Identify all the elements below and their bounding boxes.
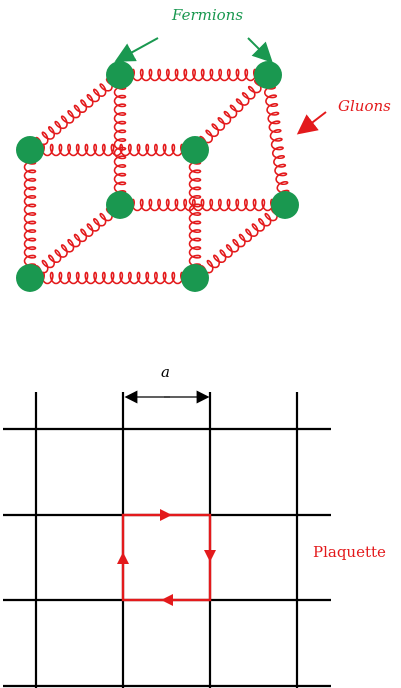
- gluon-link: [119, 198, 286, 212]
- plaquette-arrow-top: [160, 509, 172, 521]
- fermion-nodes: [16, 61, 299, 292]
- fermion-node: [16, 264, 44, 292]
- gluon-arrow: [296, 111, 327, 135]
- fermion-arrow-left: [114, 37, 159, 62]
- gluon-link: [29, 271, 196, 285]
- plaquette-arrow-left: [117, 552, 129, 564]
- fermion-node: [106, 61, 134, 89]
- gluon-link: [28, 72, 124, 155]
- gluon-link: [188, 149, 202, 279]
- plaquette-label: Plaquette: [313, 543, 386, 561]
- fermion-node: [271, 191, 299, 219]
- gluons-label: Gluons: [338, 97, 391, 115]
- gluon-link: [28, 202, 124, 283]
- gluon-link: [193, 73, 273, 155]
- plaquette: [117, 509, 216, 606]
- gluon-link: [23, 149, 37, 279]
- fermions-label: Fermions: [171, 6, 243, 24]
- gluon-link: [29, 143, 196, 157]
- fermion-node: [106, 191, 134, 219]
- plaquette-arrow-bottom: [161, 594, 173, 606]
- fermion-node: [181, 136, 209, 164]
- plaquette-arrow-right: [204, 550, 216, 562]
- fermion-arrow-right: [247, 37, 273, 63]
- plaquette-loop: [121, 513, 212, 602]
- lattice-grid: [3, 392, 331, 688]
- gluon-links: [23, 68, 291, 285]
- spacing-label: a: [161, 363, 170, 381]
- fermion-node: [181, 264, 209, 292]
- gluon-link: [193, 202, 289, 283]
- lattice-cube: [16, 61, 299, 292]
- gluon-link: [113, 74, 127, 206]
- fermion-node: [16, 136, 44, 164]
- gluon-link: [261, 75, 291, 206]
- gluon-link: [119, 68, 269, 82]
- fermion-node: [254, 61, 282, 89]
